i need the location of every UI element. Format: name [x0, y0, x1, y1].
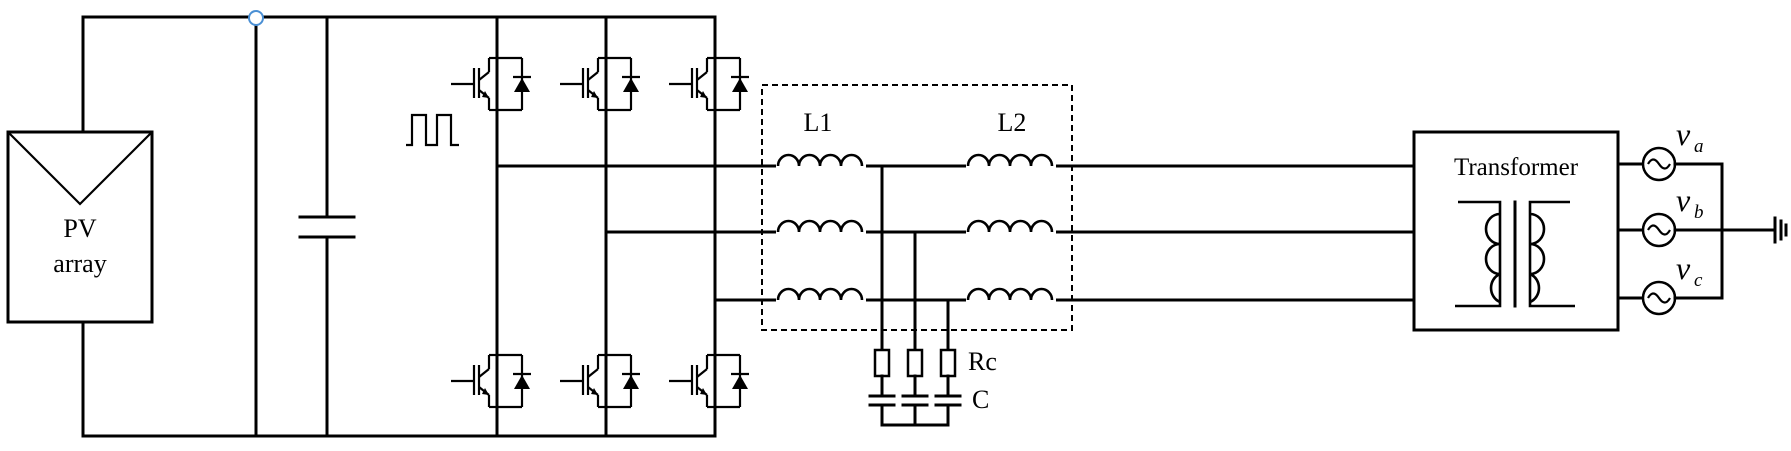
transformer: Transformer — [1412, 130, 1620, 332]
dc-bus — [81, 15, 717, 438]
svg-text:c: c — [1694, 270, 1703, 291]
svg-text:v: v — [1676, 250, 1691, 286]
igbt-icon — [560, 353, 640, 409]
igbt-icon — [451, 56, 531, 112]
inductor-icon — [966, 152, 1056, 168]
resistor-icon — [873, 348, 891, 378]
inductor-icon — [776, 286, 866, 302]
pv-array: PV array — [6, 130, 154, 324]
node-marker — [248, 10, 264, 26]
igbt-icon — [669, 353, 749, 409]
ac-source-icon — [1641, 146, 1677, 182]
transformer-label: Transformer — [1454, 154, 1579, 181]
inductor-icon — [966, 286, 1056, 302]
grid-sources — [1616, 146, 1788, 316]
resistor-rc-label: Rc — [968, 347, 997, 376]
resistor-icon — [939, 348, 957, 378]
igbt-icon — [451, 353, 531, 409]
pwm-signal-icon — [406, 113, 459, 147]
voltage-label-c: v c — [1676, 250, 1703, 291]
transformer-icon — [1455, 200, 1575, 308]
voltage-label-b: v b — [1676, 182, 1704, 223]
ac-source-icon — [1641, 280, 1677, 316]
ac-phase-lines — [495, 164, 1416, 302]
voltage-label-a: v a — [1676, 116, 1704, 157]
inductor-l2-label: L2 — [998, 108, 1027, 137]
capacitor-c-label: C — [972, 385, 989, 414]
filter-enclosure — [761, 84, 1073, 331]
svg-text:v: v — [1676, 182, 1691, 218]
solar-panel-icon — [7, 131, 153, 206]
svg-text:b: b — [1694, 202, 1704, 223]
svg-text:v: v — [1676, 116, 1691, 152]
ground-icon — [1773, 216, 1788, 244]
inductor-icon — [776, 218, 866, 234]
pv-label-line1: PV — [63, 214, 96, 243]
igbt-icon — [560, 56, 640, 112]
inductor-icon — [966, 218, 1056, 234]
filter-inductors — [776, 152, 1056, 302]
pv-label-line2: array — [53, 249, 106, 278]
dc-link-capacitor — [298, 215, 356, 239]
inductor-l1-label: L1 — [804, 108, 833, 137]
inductor-icon — [776, 152, 866, 168]
resistor-icon — [906, 348, 924, 378]
igbt-icon — [669, 56, 749, 112]
inverter-bridge — [451, 56, 749, 409]
ac-source-icon — [1641, 212, 1677, 248]
filter-branches — [868, 164, 962, 427]
svg-text:a: a — [1694, 136, 1704, 157]
